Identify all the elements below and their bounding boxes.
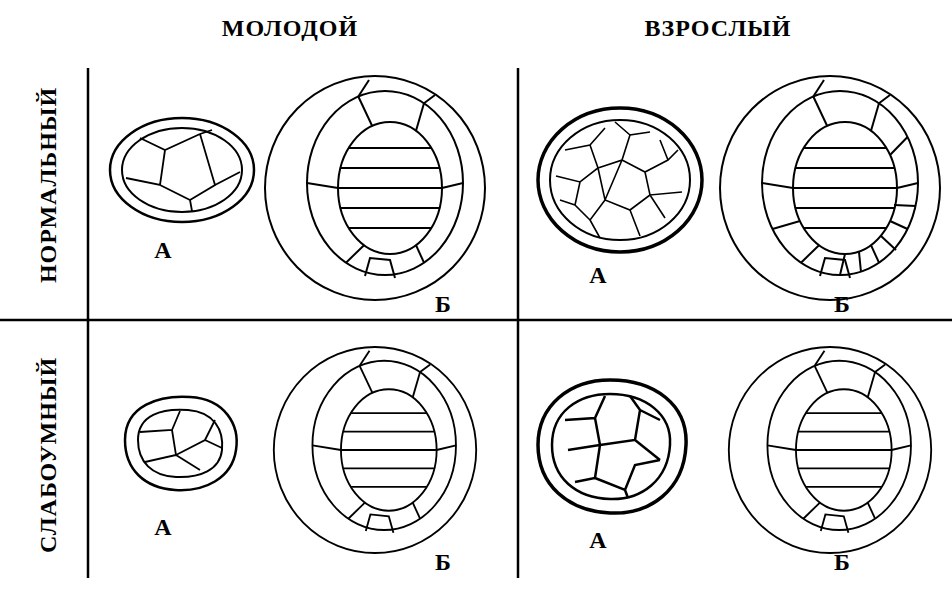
cross-section [125, 397, 237, 490]
panel-letter: Б [834, 292, 850, 316]
panel-letter: Б [834, 550, 850, 574]
column-heading: МОЛОДОЙ [222, 16, 358, 40]
panel-letter: Б [435, 292, 451, 316]
panel-letter: А [154, 238, 171, 262]
row-heading: НОРМАЛЬНЫЙ [36, 87, 60, 283]
cross-section [538, 108, 702, 252]
column-heading: ВЗРОСЛЫЙ [644, 16, 791, 40]
cross-section [538, 380, 686, 513]
cross-section [110, 118, 254, 222]
grid-lines [0, 68, 952, 578]
panel-letter: А [589, 528, 606, 552]
vessel-cutaway [265, 76, 940, 553]
panel-letter: А [589, 263, 606, 287]
row-heading: СЛАБОУМНЫЙ [36, 357, 60, 553]
panel-letter: Б [435, 550, 451, 574]
panel-letter: А [154, 515, 171, 539]
